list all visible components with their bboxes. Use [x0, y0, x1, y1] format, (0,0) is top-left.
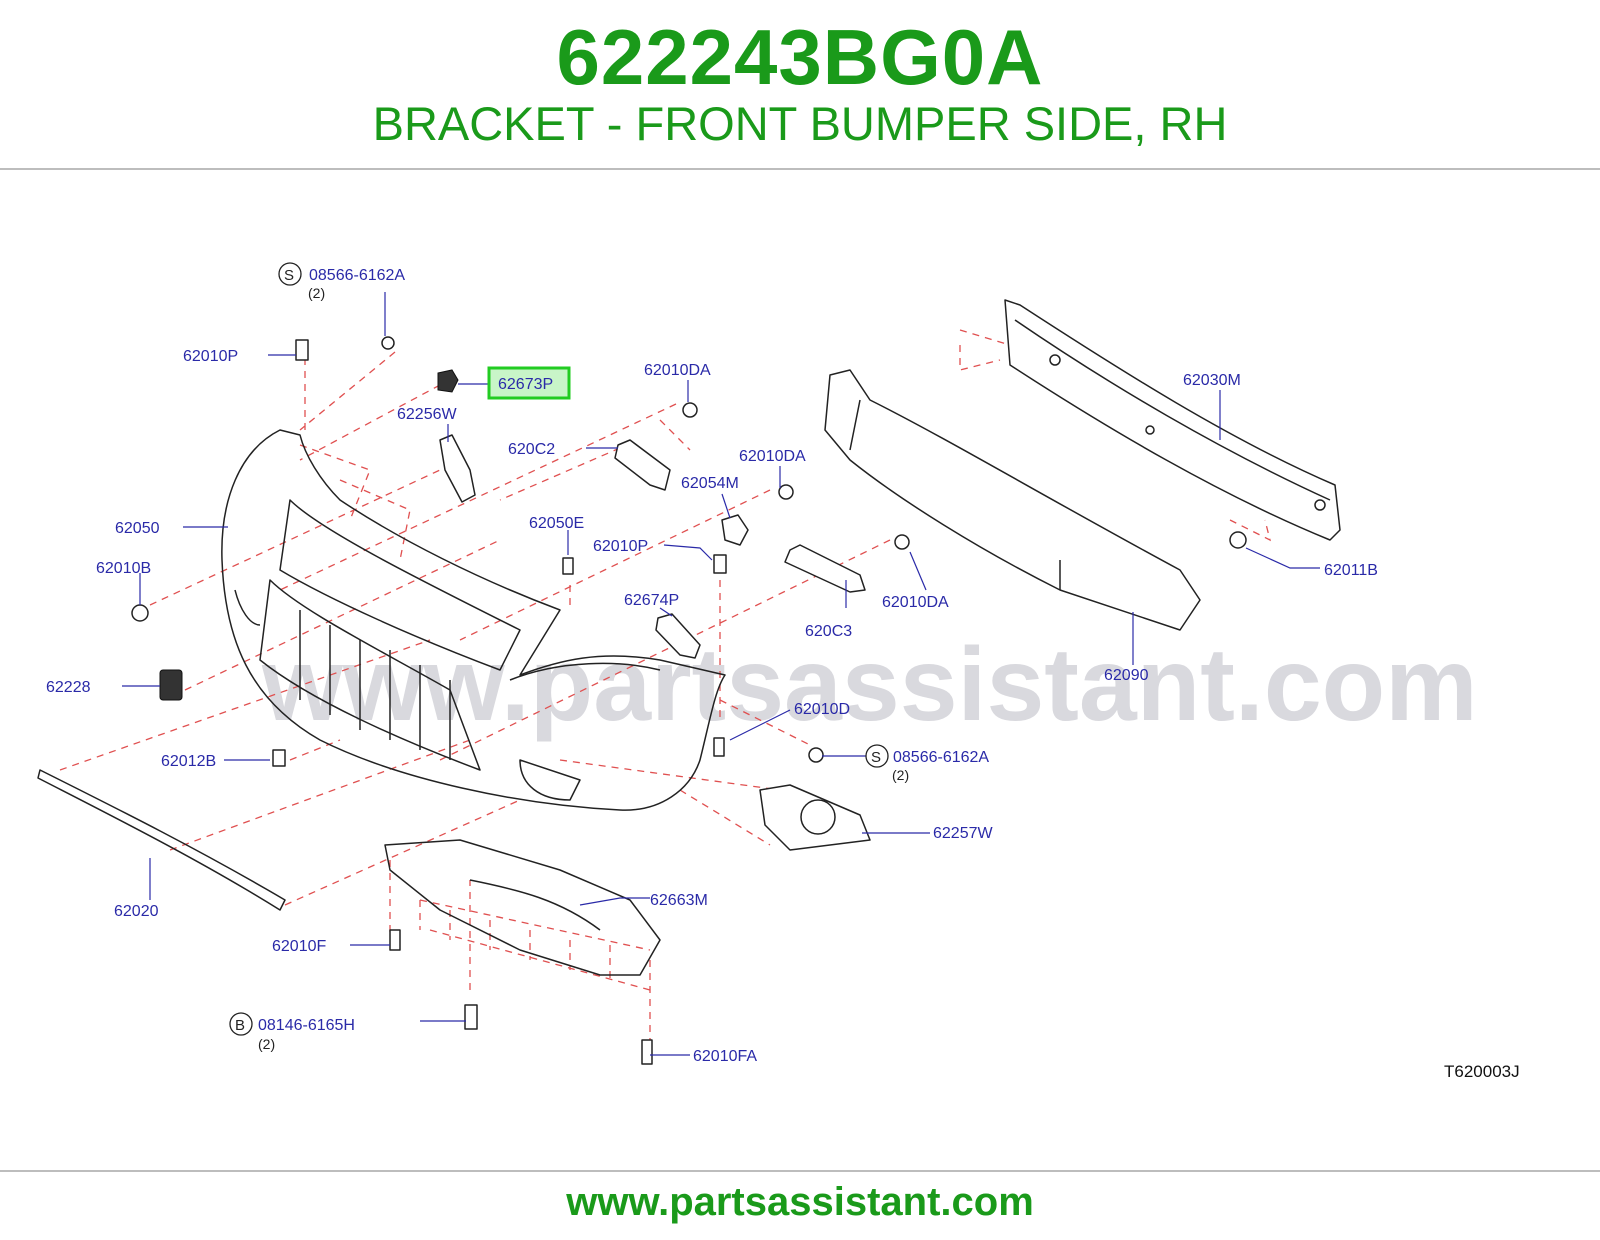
- undercover-ribs: [469, 879, 601, 931]
- label-62257W[interactable]: 62257W: [933, 825, 993, 842]
- page-header: 622243BG0A BRACKET - FRONT BUMPER SIDE, …: [0, 0, 1600, 168]
- bumper-reinforcement: [1004, 299, 1341, 541]
- circle-marker-s-top: [278, 262, 302, 286]
- label-62030M[interactable]: 62030M: [1183, 372, 1241, 389]
- sensor-62228: [159, 669, 183, 701]
- bracket-620C2: [614, 439, 671, 491]
- clip-62673P: [437, 369, 459, 393]
- label-62090[interactable]: 62090: [1104, 667, 1149, 684]
- highlighted-part-box: [487, 366, 571, 400]
- circle-marker-s-bottom-letter: S: [871, 749, 881, 766]
- label-08146-6165H[interactable]: 08146-6165H: [258, 1017, 355, 1034]
- label-62011B[interactable]: 62011B: [1324, 562, 1378, 579]
- clip-62012B: [272, 749, 286, 767]
- bracket-62054M: [721, 514, 749, 546]
- front-bumper-fascia: [221, 429, 726, 811]
- label-62010F[interactable]: 62010F: [272, 938, 326, 955]
- label-62673P[interactable]: 62673P: [498, 376, 553, 393]
- bracket-62674P: [655, 613, 701, 659]
- watermark: www.partsassistant.com: [261, 627, 1478, 743]
- label-620C2[interactable]: 620C2: [508, 441, 555, 458]
- fasteners: [131, 336, 1247, 1065]
- label-62010DA-bottom[interactable]: 62010DA: [882, 594, 949, 611]
- engine-undercover: [384, 839, 661, 976]
- bracket-620C3: [784, 544, 866, 593]
- circle-marker-s-bottom: [865, 744, 889, 768]
- label-62050[interactable]: 62050: [115, 520, 160, 537]
- qty-08566-top: (2): [308, 285, 325, 301]
- fog-lamp-bezel: [759, 784, 871, 851]
- label-62010B[interactable]: 62010B: [96, 560, 151, 577]
- label-62010DA-mid[interactable]: 62010DA: [739, 448, 806, 465]
- circle-marker-b: [229, 1012, 253, 1036]
- label-62010DA-top[interactable]: 62010DA: [644, 362, 711, 379]
- label-62020[interactable]: 62020: [114, 903, 159, 920]
- alignment-lines: [59, 329, 1271, 1045]
- label-08566-6162A-top[interactable]: 08566-6162A: [309, 267, 405, 284]
- label-62050E[interactable]: 62050E: [529, 515, 584, 532]
- circle-marker-s-top-letter: S: [284, 267, 294, 284]
- part-number-title: 622243BG0A: [556, 13, 1044, 101]
- label-62054M[interactable]: 62054M: [681, 475, 739, 492]
- label-62010P-top[interactable]: 62010P: [183, 348, 238, 365]
- label-620C3[interactable]: 620C3: [805, 623, 852, 640]
- label-62012B[interactable]: 62012B: [161, 753, 216, 770]
- part-labels: 08566-6162A (2) 62010P 62673P 62256W 620…: [46, 267, 1378, 1065]
- label-62663M[interactable]: 62663M: [650, 892, 708, 909]
- label-62010D[interactable]: 62010D: [794, 701, 850, 718]
- grille-molding-strip: [37, 769, 286, 911]
- label-08566-6162A-bottom[interactable]: 08566-6162A: [893, 749, 989, 766]
- bracket-62256W: [439, 434, 476, 503]
- label-62010FA[interactable]: 62010FA: [693, 1048, 757, 1065]
- qty-08146: (2): [258, 1036, 275, 1052]
- leader-lines: [122, 292, 1320, 1056]
- qty-08566-bottom: (2): [892, 767, 909, 783]
- label-62010P-mid[interactable]: 62010P: [593, 538, 648, 555]
- footer-divider: [0, 1170, 1600, 1172]
- header-divider: [0, 168, 1600, 170]
- energy-absorber: [824, 369, 1201, 631]
- label-62256W[interactable]: 62256W: [397, 406, 457, 423]
- diagram-reference-code: T620003J: [1444, 1062, 1520, 1081]
- label-62674P[interactable]: 62674P: [624, 592, 679, 609]
- circle-marker-b-letter: B: [235, 1017, 245, 1034]
- label-62228[interactable]: 62228: [46, 679, 91, 696]
- part-description: BRACKET - FRONT BUMPER SIDE, RH: [372, 97, 1228, 150]
- footer-website-link[interactable]: www.partsassistant.com: [566, 1180, 1034, 1224]
